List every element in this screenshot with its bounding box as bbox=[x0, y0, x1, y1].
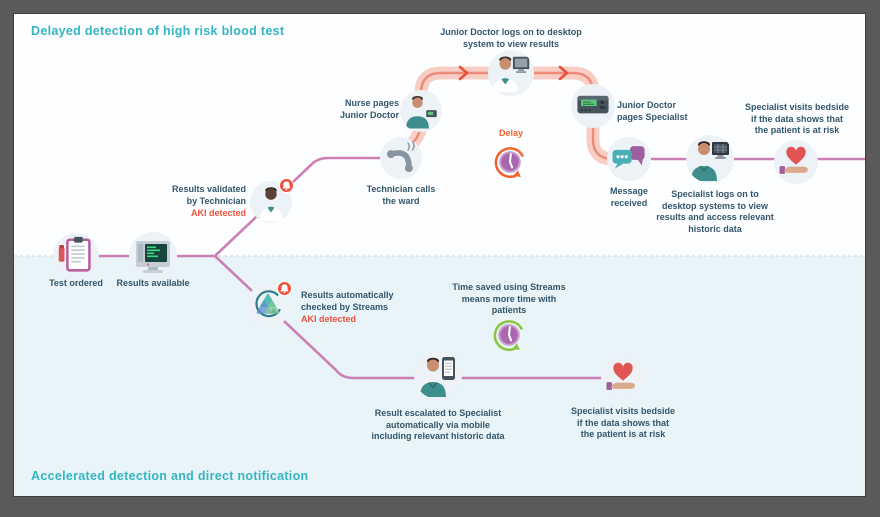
delayed-branch-path bbox=[214, 156, 405, 257]
alert-bell-icon bbox=[277, 281, 292, 296]
label-technician-calls: Technician calls the ward bbox=[366, 184, 436, 206]
label-aki-detected: AKI detected bbox=[190, 208, 246, 218]
detour-arrow-chevron bbox=[558, 65, 569, 81]
label-time-saved: Time saved using Streams means more time… bbox=[452, 282, 566, 316]
label-delay: Delay bbox=[498, 128, 524, 138]
heart-hand-icon bbox=[774, 140, 818, 184]
label-result-escalated: Result escalated to Specialist automatic… bbox=[371, 408, 505, 442]
heart-hand-icon bbox=[601, 356, 645, 400]
specialist-desktop-icon bbox=[686, 135, 734, 183]
label-visits-bedside-bottom: Specialist visits bedside if the data sh… bbox=[570, 406, 676, 440]
specialist-mobile-icon bbox=[414, 351, 462, 399]
label-results-auto: Results automatically checked by Streams bbox=[301, 290, 394, 312]
message-bubbles-icon bbox=[607, 137, 651, 181]
technician-icon bbox=[250, 178, 294, 223]
label-aki-detected-streams: AKI detected bbox=[301, 314, 357, 324]
label-test-ordered: Test ordered bbox=[49, 278, 103, 288]
detour-arrow-chevron bbox=[458, 65, 469, 81]
diagram-canvas: Delayed detection of high risk blood tes… bbox=[13, 13, 866, 497]
clipboard-test-icon bbox=[53, 233, 99, 279]
crt-monitor-icon bbox=[129, 232, 177, 280]
delayed-section-title: Delayed detection of high risk blood tes… bbox=[31, 24, 285, 38]
label-results-validated: Results validated by Technician bbox=[171, 184, 246, 206]
junior-doctor-desktop-icon bbox=[488, 50, 534, 96]
label-message-received: Message received bbox=[609, 186, 649, 208]
label-jd-logs-on: Junior Doctor logs on to desktop system … bbox=[440, 27, 582, 49]
nurse-pager-icon bbox=[400, 90, 442, 132]
streams-logo-icon bbox=[246, 281, 292, 328]
phone-call-icon bbox=[380, 137, 422, 179]
delayed-section-background bbox=[14, 14, 865, 256]
delay-clock-icon bbox=[490, 142, 530, 182]
accelerated-branch-path bbox=[214, 255, 625, 380]
label-nurse-pages: Nurse pages Junior Doctor bbox=[339, 98, 399, 120]
label-jd-pages-specialist: Junior Doctor pages Specialist bbox=[617, 100, 688, 122]
label-results-available: Results available bbox=[116, 278, 190, 288]
alert-bell-icon bbox=[279, 178, 294, 193]
timesaved-clock-icon bbox=[489, 315, 529, 355]
pager-icon bbox=[571, 84, 615, 128]
label-visits-bedside-top: Specialist visits bedside if the data sh… bbox=[744, 102, 850, 136]
label-specialist-logs-on: Specialist logs on to desktop systems to… bbox=[656, 189, 774, 235]
accelerated-section-title: Accelerated detection and direct notific… bbox=[31, 469, 309, 483]
